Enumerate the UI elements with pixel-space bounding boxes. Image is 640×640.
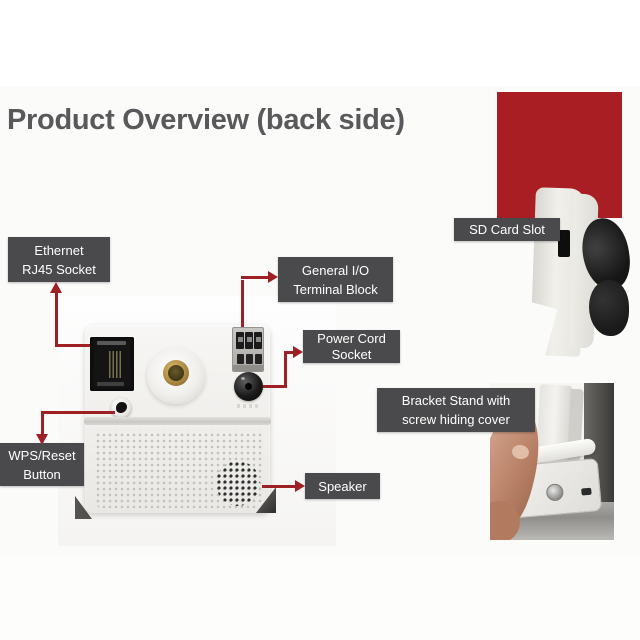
power-jack-highlight — [241, 377, 245, 380]
power-jack-embossed-marking — [237, 404, 260, 408]
general-io-terminal-block — [232, 327, 264, 372]
callout-general-io-line1: General I/O — [301, 262, 370, 278]
rj45-top-marking — [97, 341, 126, 345]
wps-reset-button-cap — [116, 402, 127, 413]
sd-card-slot-opening — [558, 230, 570, 257]
callout-wps-line2: Button — [23, 466, 61, 482]
camera-body-cut — [510, 300, 558, 370]
arrow-head-speaker — [295, 480, 305, 492]
tripod-mount-thread-hole — [168, 365, 184, 381]
arrow-power-vertical — [284, 353, 287, 388]
arrow-head-ethernet — [50, 282, 62, 293]
terminal-hole-3 — [255, 354, 262, 364]
rj45-pins — [109, 351, 121, 378]
callout-ethernet-line2: RJ45 Socket — [22, 261, 96, 277]
arrow-speaker-horizontal — [262, 485, 296, 488]
arrow-ethernet-horizontal — [55, 344, 90, 347]
arrow-head-wps — [36, 434, 48, 445]
bracket-slot-right — [581, 487, 592, 496]
power-jack-pin-hole — [245, 383, 252, 390]
callout-speaker-line1: Speaker — [318, 478, 367, 494]
ethernet-rj45-port — [90, 337, 134, 391]
callout-bracket-stand: Bracket Stand with screw hiding cover — [377, 388, 535, 432]
callout-general-io-line2: Terminal Block — [293, 281, 378, 297]
camera-lens-mount — [589, 280, 629, 336]
terminal-block-lip — [233, 365, 263, 371]
arrow-ethernet-vertical — [55, 291, 58, 347]
callout-power-line1: Power Cord — [317, 330, 386, 346]
device-seam-ridge — [84, 417, 271, 425]
arrow-generalio-vertical — [241, 280, 244, 327]
rj45-bottom-marking — [97, 382, 124, 386]
terminal-slot-3 — [254, 332, 262, 349]
bracket-stand-photo — [490, 383, 614, 540]
callout-bracket-line1: Bracket Stand with — [401, 393, 511, 408]
bracket-screw — [545, 483, 565, 502]
hand-finger — [490, 501, 520, 540]
callout-wps-line1: WPS/Reset — [8, 447, 76, 463]
terminal-hole-2 — [246, 354, 253, 364]
arrow-head-power — [293, 346, 303, 358]
callout-ethernet: Ethernet RJ45 Socket — [8, 237, 110, 282]
arrow-head-generalio — [268, 271, 278, 283]
callout-ethernet-line1: Ethernet — [34, 242, 84, 258]
terminal-slot-2 — [245, 332, 253, 349]
callout-sd-card-slot: SD Card Slot — [454, 218, 560, 241]
terminal-hole-1 — [237, 354, 244, 364]
callout-wps-reset: WPS/Reset Button — [0, 443, 84, 486]
speaker-hole-cluster — [216, 461, 260, 506]
page-title: Product Overview (back side) — [7, 104, 405, 136]
arrow-wps-vertical — [41, 411, 44, 435]
arrow-power-horizontal — [284, 351, 294, 354]
top-margin — [0, 0, 640, 86]
callout-sd-line1: SD Card Slot — [469, 222, 545, 237]
callout-power-cord: Power Cord Socket — [303, 330, 400, 363]
arrow-wps-horizontal — [43, 411, 115, 414]
callout-speaker: Speaker — [305, 473, 380, 499]
bottom-margin — [0, 556, 640, 640]
terminal-slot-1 — [236, 332, 244, 349]
callout-general-io: General I/O Terminal Block — [278, 257, 393, 302]
arrow-generalio-horizontal — [241, 276, 268, 279]
callout-bracket-line2: screw hiding cover — [402, 412, 510, 427]
callout-power-line2: Socket — [331, 346, 372, 362]
arrow-power-from-jack — [263, 385, 287, 388]
